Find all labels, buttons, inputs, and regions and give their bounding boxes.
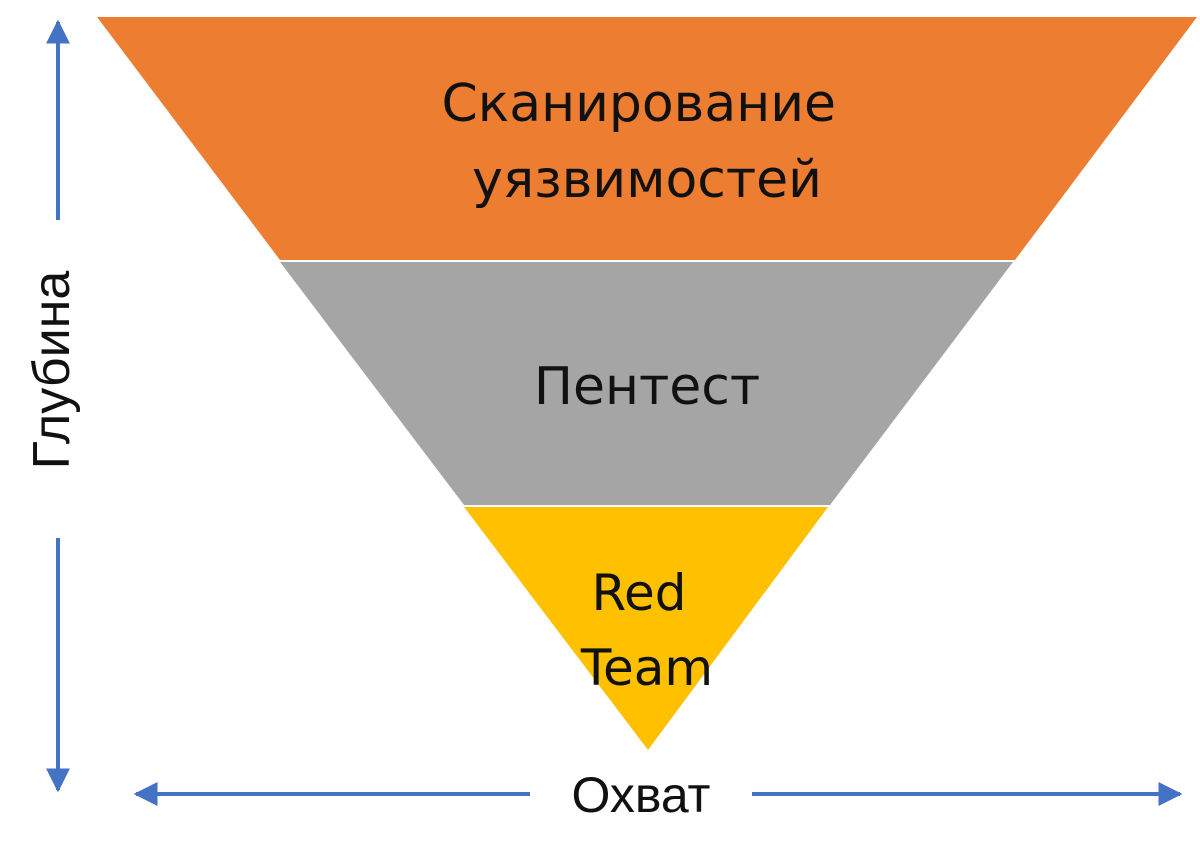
segment-vulnerability-scanning — [97, 17, 1197, 260]
depth-axis-label: Глубина — [23, 271, 81, 470]
segment-red-team-line-2: Team — [580, 639, 713, 697]
segment-red-team — [464, 507, 828, 750]
coverage-axis-label: Охват — [572, 767, 711, 823]
segment-vulnerability-scanning-label: Сканирование уязвимостей — [441, 74, 852, 210]
segment-pentest — [280, 262, 1013, 505]
segment-pentest-line-1: Пентест — [534, 357, 760, 417]
segment-red-team-line-1: Red — [592, 564, 687, 622]
segment-vulnerability-scanning-line-2: уязвимостей — [472, 150, 822, 210]
segment-pentest-label: Пентест — [534, 357, 760, 417]
segment-vulnerability-scanning-line-1: Сканирование — [441, 74, 836, 134]
segment-red-team-label: Red Team — [580, 564, 713, 697]
